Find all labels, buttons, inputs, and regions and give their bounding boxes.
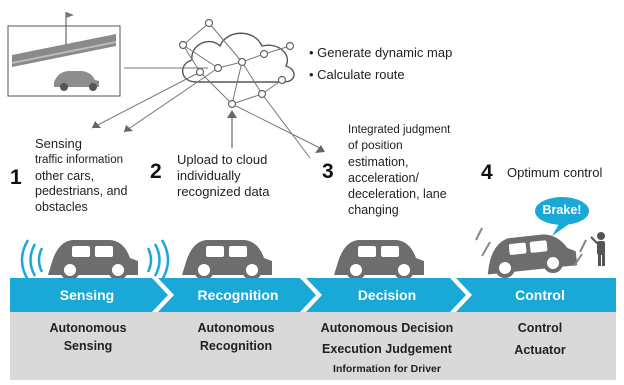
bottom-recognition-line-1: Autonomous (197, 321, 275, 335)
bottom-sensing: Autonomous Sensing (20, 318, 156, 354)
bottom-decision: Autonomous Decision Execution Judgement … (306, 318, 468, 378)
cloud-bullet-route: Calculate route (309, 67, 404, 83)
step-1-line-3: pedestrians, and (35, 184, 128, 198)
stage-label-sensing: Sensing (59, 287, 115, 303)
car-decision (334, 240, 424, 280)
step-1-line-4: obstacles (35, 200, 88, 214)
bottom-control-line-2: Actuator (514, 343, 566, 357)
pedestrian-icon (590, 232, 605, 266)
step-2-line-2: recognized data (177, 184, 270, 199)
arrow-to-sensing-2 (124, 125, 133, 132)
bottom-recognition-line-2: Recognition (199, 339, 273, 353)
bottom-decision-line-2: Execution Judgement (322, 342, 452, 356)
process-band (10, 278, 616, 312)
step-3-line-4: deceleration, lane (348, 187, 447, 201)
flow-arrows (92, 110, 325, 153)
step-4-title: Optimum control (507, 165, 603, 180)
step-1-title: Sensing (35, 136, 82, 151)
step-4-number: 4 (481, 161, 493, 184)
arrow-upload (227, 110, 237, 118)
road-scene-illustration (7, 12, 121, 97)
bottom-control-line-1: Control (517, 321, 563, 335)
bottom-decision-line-1: Autonomous Decision (320, 321, 454, 335)
band-decision (306, 278, 466, 312)
band-sensing (10, 278, 168, 312)
stage-label-decision: Decision (357, 287, 417, 303)
bottom-box (10, 312, 616, 380)
step-3-line-5: changing (348, 203, 399, 217)
band-recognition (158, 278, 316, 312)
cloud-bullet-dynamic-map: Generate dynamic map (309, 45, 452, 61)
step-2-number: 2 (150, 160, 162, 183)
step-2-title: Upload to cloud (177, 152, 268, 167)
arrow-to-sensing (92, 121, 101, 128)
car-sensing (48, 240, 138, 280)
step-3-title: Integrated judgment (348, 124, 451, 136)
bottom-control: Control Actuator (470, 318, 610, 362)
step-1-line-1: traffic information (35, 154, 123, 166)
stage-label-control: Control (515, 287, 565, 303)
step-3-line-3: acceleration/ (348, 171, 419, 185)
bottom-sensing-line-1: Autonomous (49, 321, 127, 335)
bottom-sensing-line-2: Sensing (63, 339, 113, 353)
step-1-number: 1 (10, 166, 22, 189)
sensing-wave-icon (20, 239, 170, 281)
step-3-line-1: of position (348, 138, 403, 152)
stage-label-recognition: Recognition (197, 287, 279, 303)
brake-bubble-text: Brake! (542, 203, 582, 217)
bottom-recognition: Autonomous Recognition (168, 318, 304, 354)
brake-bubble (535, 197, 589, 236)
step-3-number: 3 (322, 160, 334, 183)
step-2-line-1: individually (177, 168, 241, 183)
step-3-line-2: estimation, (348, 155, 409, 169)
bottom-decision-line-3: Information for Driver (333, 363, 441, 375)
step-1-line-2: other cars, (35, 169, 95, 183)
car-recognition (182, 240, 272, 280)
network-nodes (178, 18, 295, 109)
car-control-braking (475, 227, 587, 278)
arrow-to-decision (315, 145, 325, 153)
band-control (456, 278, 616, 312)
